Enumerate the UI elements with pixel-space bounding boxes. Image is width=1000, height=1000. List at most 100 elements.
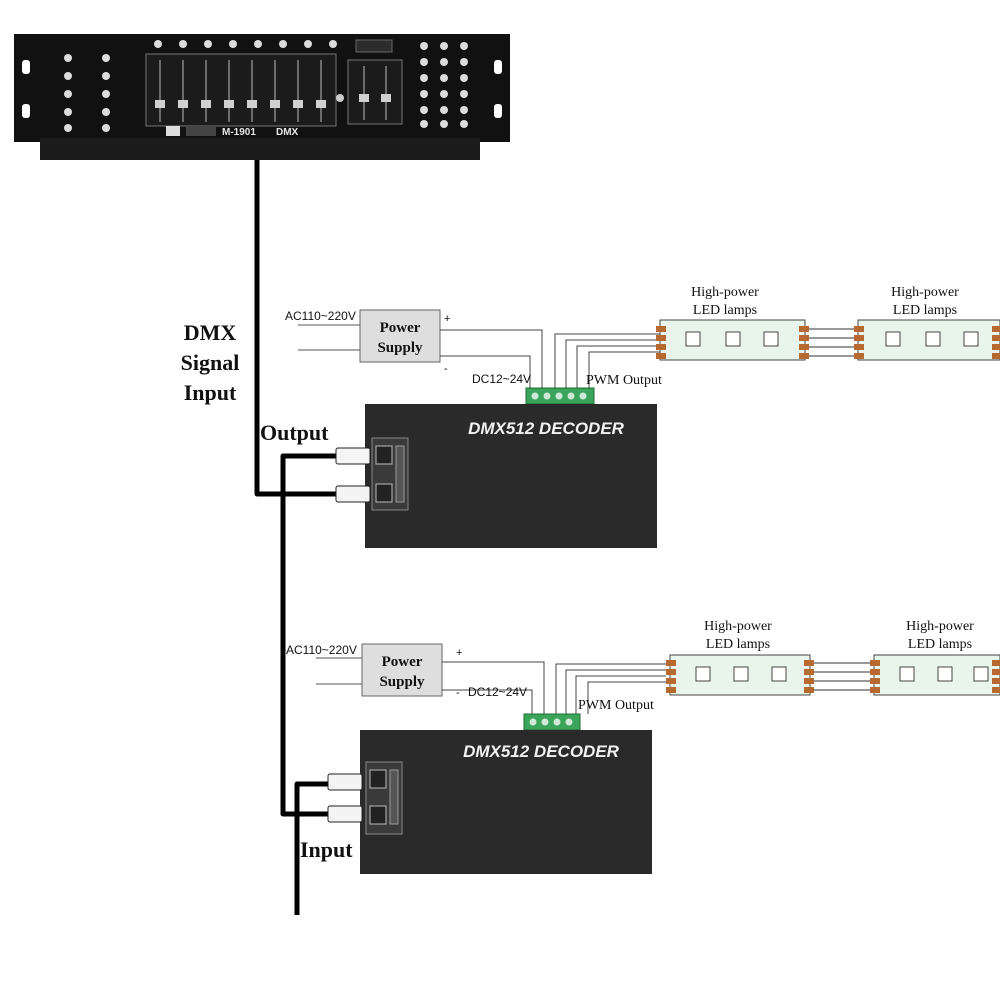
strip-pad [992, 335, 1000, 341]
dmx512-decoder [365, 404, 657, 548]
master-fader-knob [359, 94, 369, 102]
controller-model-label: M-1901 [222, 127, 256, 138]
rj45-plug-input [335, 485, 371, 503]
rack-hole [22, 104, 30, 118]
strip-pad [804, 669, 814, 675]
strip-pad [992, 678, 1000, 684]
blackout-button [336, 94, 344, 102]
dmx-input-cable [254, 160, 365, 497]
lamp-label-1-line-1: High-power [691, 285, 759, 300]
dmx-signal-label: DMX Signal Input [181, 320, 240, 405]
strip-pad [666, 687, 676, 693]
rj45-plug-input [327, 805, 363, 823]
strip-pad [804, 678, 814, 684]
lamp-label-2-line-2: LED lamps [893, 303, 957, 318]
port-label-strip [395, 445, 405, 503]
dmx-out-port [375, 445, 393, 465]
rack-hole [22, 60, 30, 74]
strip-pad [854, 344, 864, 350]
dmx-signal-line-1: DMX [184, 320, 237, 345]
channel-faders [155, 60, 326, 122]
dmx-signal-line-2: Signal [181, 350, 240, 375]
decoder-unit-1: AC110~220V Power Supply + - DC12~24V PWM… [285, 285, 1000, 548]
strip-pad [854, 353, 864, 359]
rj45-plug-output [335, 447, 371, 465]
strip-pad [870, 678, 880, 684]
decoder-title: DMX512 DECODER [463, 742, 620, 761]
dc-voltage-label: DC12~24V [468, 685, 527, 699]
strip-pad [799, 353, 809, 359]
function-buttons [420, 42, 468, 128]
strip-pad [799, 335, 809, 341]
scanner-buttons [64, 54, 110, 132]
strip-pad [870, 669, 880, 675]
decoder-unit-2: AC110~220V Power Supply + - DC12~24V PWM… [286, 619, 1000, 874]
power-supply-line-2: Supply [379, 674, 425, 690]
fader-bank [145, 53, 337, 127]
led-chips [685, 331, 779, 347]
power-supply [359, 309, 441, 363]
power-supply-line-1: Power [380, 320, 421, 336]
strip-pad [854, 326, 864, 332]
scene-buttons [154, 40, 337, 48]
power-supply-line-1: Power [382, 654, 423, 670]
dmx-out-port [369, 769, 387, 789]
terminal-screws [529, 718, 573, 726]
strip-pad [870, 660, 880, 666]
led-display [355, 39, 393, 53]
strip-pad [666, 678, 676, 684]
pwm-output-label: PWM Output [586, 373, 662, 388]
lamp-label-1-line-2: LED lamps [693, 303, 757, 318]
dmx-cables [254, 160, 365, 915]
strip-pad [854, 335, 864, 341]
lamp-label-2-line-1: High-power [891, 285, 959, 300]
pwm-wires [555, 663, 666, 714]
strip-pad [656, 326, 666, 332]
power-supply [361, 643, 443, 697]
strip-pad [804, 660, 814, 666]
decoder-title: DMX512 DECODER [468, 419, 625, 438]
strip-pad [799, 326, 809, 332]
dmx-signal-line-3: Input [184, 380, 237, 405]
dc-plus-sign: + [456, 647, 462, 659]
dmx-controller: M-1901 DMX [14, 34, 510, 160]
ac-voltage-label: AC110~220V [285, 309, 356, 323]
port-label-strip [389, 769, 399, 825]
strip-pad [666, 660, 676, 666]
master-fader-knob [381, 94, 391, 102]
controller-base [40, 138, 480, 160]
strip-pad [799, 344, 809, 350]
dc-minus-sign: - [456, 687, 460, 699]
lamp-label-1-line-1: High-power [704, 619, 772, 634]
strip-pad [666, 669, 676, 675]
strip-pad [992, 669, 1000, 675]
dc-minus-sign: - [444, 363, 448, 375]
lamp-label-2-line-1: High-power [906, 619, 974, 634]
output-label: Output [260, 420, 329, 445]
strip-pad [870, 687, 880, 693]
lamp-label-1-line-2: LED lamps [706, 637, 770, 652]
led-chips [885, 331, 979, 347]
led-chips [695, 666, 787, 682]
strip-pad [992, 687, 1000, 693]
dc-plus-wire [440, 329, 543, 388]
strip-pad [992, 660, 1000, 666]
pwm-wires [554, 333, 660, 388]
dmx512-decoder [360, 730, 652, 874]
controller-mode-label: DMX [276, 127, 299, 138]
lamp-label-2-line-2: LED lamps [908, 637, 972, 652]
power-supply-line-2: Supply [377, 340, 423, 356]
dc-plus-sign: + [444, 313, 450, 325]
dmx-in-port [369, 805, 387, 825]
strip-pad [656, 353, 666, 359]
dc-minus-wire [440, 355, 531, 388]
led-chips [899, 666, 989, 682]
dc-voltage-label: DC12~24V [472, 372, 531, 386]
brand-logo-text [186, 126, 216, 136]
dc-minus-wire [442, 689, 533, 714]
strip-pad [804, 687, 814, 693]
dmx-in-port [375, 483, 393, 503]
input-label: Input [300, 837, 353, 862]
strip-link-wires [809, 328, 858, 357]
